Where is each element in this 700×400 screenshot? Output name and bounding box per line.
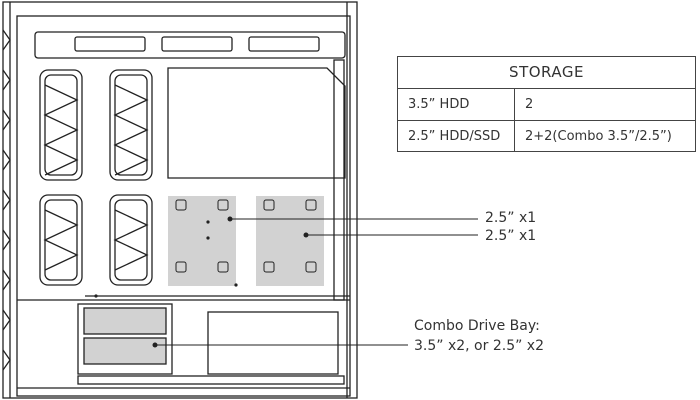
top-slot-1: [74, 36, 146, 52]
storage-type-cell: 3.5” HDD: [398, 89, 515, 120]
front-panel-pattern: [2, 2, 11, 398]
callout-combo-title: Combo Drive Bay:: [414, 318, 540, 334]
case-outer-frame: [2, 1, 358, 399]
top-slot-2: [161, 36, 233, 52]
ssd-mount-2: [256, 196, 324, 286]
front-fan-top-right: [109, 69, 153, 181]
storage-count-cell: 2: [525, 97, 534, 112]
top-mounting-rail: [34, 31, 346, 59]
table-row: 3.5” HDD 2: [398, 89, 695, 120]
storage-count-cell: 2+2(Combo 3.5”/2.5”): [525, 129, 672, 144]
ssd-mount-1: [168, 196, 236, 286]
callout-bay-2: 2.5” x1: [485, 228, 537, 244]
front-fan-bottom-left: [39, 194, 83, 286]
case-inner-frame: [16, 15, 351, 397]
front-fan-top-left: [39, 69, 83, 181]
callout-combo-detail: 3.5” x2, or 2.5” x2: [414, 338, 544, 354]
callout-bay-1: 2.5” x1: [485, 210, 537, 226]
combo-drive-bay-cage: [77, 303, 173, 375]
table-row: 2.5” HDD/SSD 2+2(Combo 3.5”/2.5”): [398, 120, 695, 152]
motherboard-cutout: [167, 67, 346, 179]
front-fan-bottom-right: [109, 194, 153, 286]
top-slot-3: [248, 36, 320, 52]
ssd-mount-plates: [168, 196, 324, 286]
storage-table-title: STORAGE: [398, 57, 695, 89]
storage-type-cell: 2.5” HDD/SSD: [398, 121, 515, 152]
storage-table: STORAGE 3.5” HDD 2 2.5” HDD/SSD 2+2(Comb…: [397, 56, 696, 152]
psu-area: [207, 311, 339, 375]
